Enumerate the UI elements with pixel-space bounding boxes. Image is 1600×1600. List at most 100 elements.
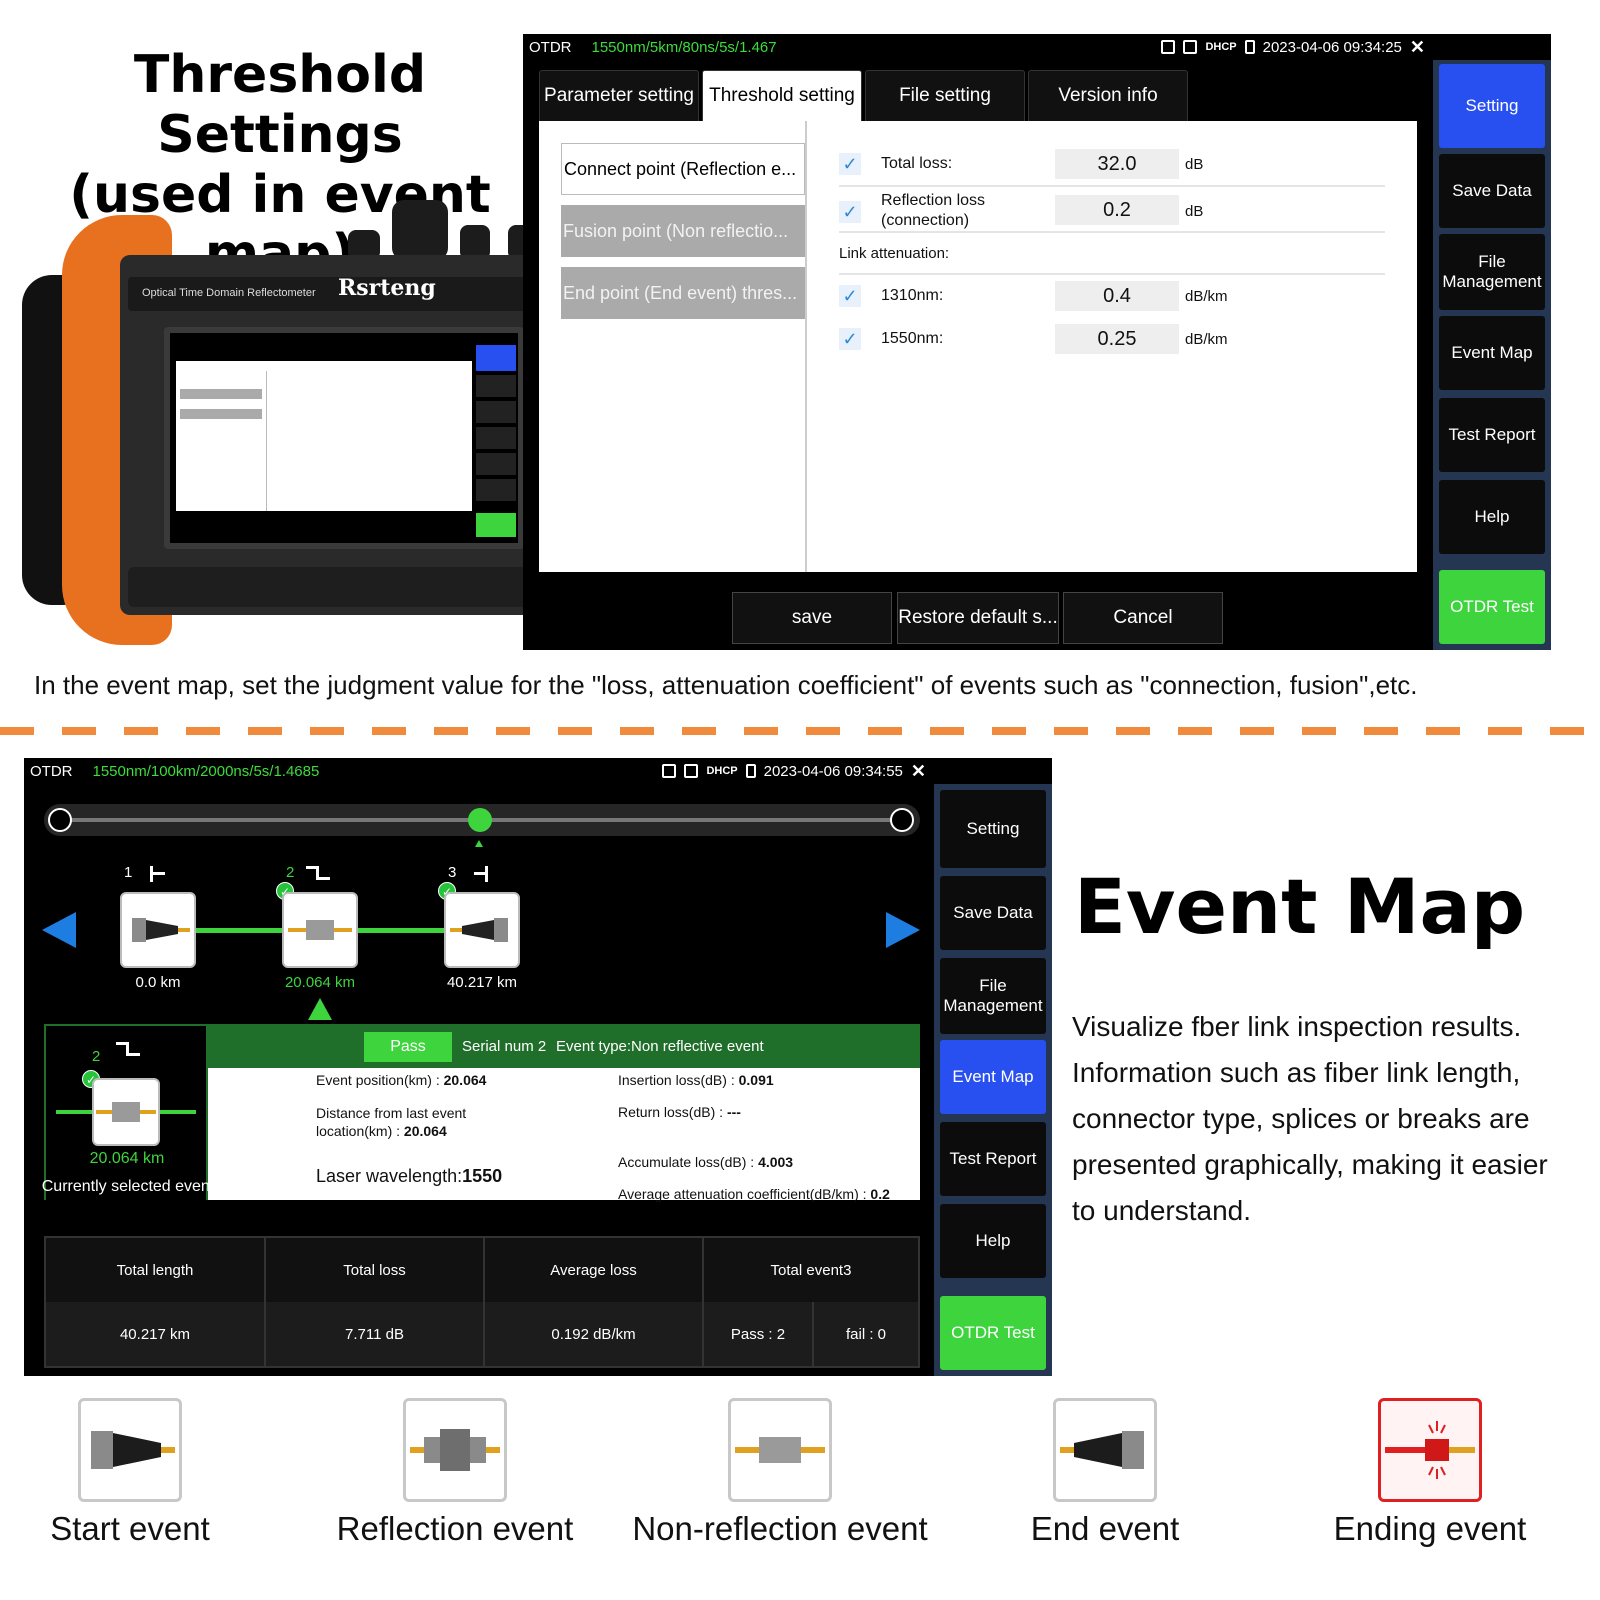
content-panel: Connect point (Reflection e... Fusion po… bbox=[539, 121, 1417, 572]
summary-table: Total length Total loss Average loss Tot… bbox=[44, 1236, 920, 1368]
side-save-data-button[interactable]: Save Data bbox=[940, 876, 1046, 950]
non-reflection-symbol-icon bbox=[116, 1042, 140, 1058]
slider-start-handle[interactable] bbox=[48, 808, 72, 832]
device-screen bbox=[164, 327, 524, 549]
battery-icon bbox=[745, 764, 756, 778]
selected-event-box bbox=[92, 1078, 160, 1146]
event-2-box[interactable] bbox=[282, 892, 358, 968]
datetime: 2023-04-06 09:34:25 bbox=[1262, 38, 1402, 56]
threshold-title: Threshold Settings (used in event map) bbox=[20, 45, 540, 285]
laser-wavelength: Laser wavelength:1550 bbox=[316, 1166, 503, 1186]
reflection-loss-unit: dB bbox=[1185, 203, 1204, 220]
slider-current-handle[interactable] bbox=[468, 808, 492, 832]
total-loss-checkbox[interactable]: ✓ bbox=[839, 153, 861, 175]
reflection-loss-row: ✓ Reflection loss (connection) 0.2 dB bbox=[839, 191, 1385, 233]
measurement-params: 1550nm/100km/2000ns/5s/1.4685 bbox=[92, 762, 320, 780]
side-panel: Setting Save Data File Management Event … bbox=[1433, 60, 1551, 650]
slider-end-handle[interactable] bbox=[890, 808, 914, 832]
fiber-break-icon bbox=[1385, 1421, 1475, 1479]
link-attenuation-label: Link attenuation: bbox=[839, 245, 950, 262]
screen-icon bbox=[684, 764, 699, 778]
event-1-distance: 0.0 km bbox=[135, 974, 181, 991]
side-event-map-button[interactable]: Event Map bbox=[940, 1040, 1046, 1114]
close-icon[interactable]: ✕ bbox=[1409, 36, 1425, 57]
atten-1550-checkbox[interactable]: ✓ bbox=[839, 328, 861, 350]
restore-default-button[interactable]: Restore default s... bbox=[897, 592, 1059, 644]
side-otdr-test-button[interactable]: OTDR Test bbox=[1439, 570, 1545, 644]
device-knob bbox=[392, 200, 448, 260]
selected-event-header: Pass Serial num 2 Event type:Non reflect… bbox=[208, 1026, 920, 1068]
legend-ending-event-box bbox=[1378, 1398, 1482, 1502]
device-photo: Optical Time Domain Reflectometer Rsrten… bbox=[20, 195, 530, 655]
threshold-item-connect-point[interactable]: Connect point (Reflection e... bbox=[561, 143, 805, 195]
legend-end-event-box bbox=[1053, 1398, 1157, 1502]
event-map-screen: OTDR 1550nm/100km/2000ns/5s/1.4685 DHCP … bbox=[24, 758, 1052, 1376]
legend-reflection-event-box bbox=[403, 1398, 507, 1502]
end-event-symbol-icon bbox=[474, 866, 488, 882]
tab-parameter-setting[interactable]: Parameter setting bbox=[539, 70, 699, 122]
app-name: OTDR bbox=[30, 762, 73, 780]
status-badge-pass: Pass bbox=[364, 1032, 452, 1062]
atten-1310-input[interactable]: 0.4 bbox=[1055, 281, 1179, 311]
reflection-event-icon bbox=[410, 1429, 500, 1471]
description-line: Visualize fber link inspection results. bbox=[1072, 1011, 1522, 1042]
atten-1550-unit: dB/km bbox=[1185, 331, 1228, 348]
description-line: presented graphically, making it easier bbox=[1072, 1149, 1548, 1180]
reflection-loss-checkbox[interactable]: ✓ bbox=[839, 201, 861, 223]
selected-event-panel: 2 ✓ 20.064 km Currently selected event P… bbox=[42, 1024, 920, 1202]
event-slider-track[interactable] bbox=[44, 804, 920, 836]
non-reflection-symbol-icon bbox=[306, 866, 330, 882]
selected-event-distance: 20.064 km bbox=[89, 1150, 165, 1167]
device-top-bar bbox=[128, 277, 530, 311]
side-otdr-test-button[interactable]: OTDR Test bbox=[940, 1296, 1046, 1370]
threshold-item-fusion-point[interactable]: Fusion point (Non reflectio... bbox=[561, 205, 805, 257]
side-file-management-button[interactable]: File Management bbox=[940, 958, 1046, 1034]
threshold-caption: In the event map, set the judgment value… bbox=[34, 670, 1418, 700]
legend-end-event-label: End event bbox=[1030, 1510, 1180, 1547]
description-line: connector type, splices or breaks are bbox=[1072, 1103, 1530, 1134]
legend-non-reflection-event-label: Non-reflection event bbox=[632, 1510, 928, 1547]
cancel-button[interactable]: Cancel bbox=[1063, 592, 1223, 644]
side-save-data-button[interactable]: Save Data bbox=[1439, 154, 1545, 228]
side-setting-button[interactable]: Setting bbox=[940, 790, 1046, 868]
side-setting-button[interactable]: Setting bbox=[1439, 64, 1545, 148]
side-test-report-button[interactable]: Test Report bbox=[940, 1122, 1046, 1196]
save-button[interactable]: save bbox=[732, 592, 892, 644]
legend-non-reflection-event-box bbox=[728, 1398, 832, 1502]
side-event-map-button[interactable]: Event Map bbox=[1439, 316, 1545, 390]
side-file-management-button[interactable]: File Management bbox=[1439, 234, 1545, 310]
header-total-length: Total length bbox=[116, 1261, 194, 1279]
total-loss-label: Total loss: bbox=[881, 155, 953, 172]
reflection-loss-label: Reflection loss (connection) bbox=[881, 192, 986, 229]
atten-1310-checkbox[interactable]: ✓ bbox=[839, 285, 861, 307]
threshold-item-end-point[interactable]: End point (End event) thres... bbox=[561, 267, 805, 319]
event-2-number: 2 bbox=[286, 864, 295, 881]
selected-event-thumb: 2 ✓ 20.064 km Currently selected event bbox=[42, 1026, 214, 1200]
side-help-button[interactable]: Help bbox=[1439, 480, 1545, 554]
sdcard-icon bbox=[662, 764, 677, 778]
dhcp-icon: DHCP bbox=[1205, 41, 1237, 53]
prev-event-arrow[interactable] bbox=[42, 912, 76, 948]
selected-event-caption: Currently selected event bbox=[41, 1178, 215, 1195]
legend-start-event-box bbox=[78, 1398, 182, 1502]
slider-pointer-icon bbox=[475, 840, 483, 847]
event-1-box[interactable] bbox=[120, 892, 196, 968]
total-loss-input[interactable]: 32.0 bbox=[1055, 149, 1179, 179]
tab-threshold-setting[interactable]: Threshold setting bbox=[702, 70, 862, 122]
measurement-params: 1550nm/5km/80ns/5s/1.467 bbox=[591, 38, 777, 56]
threshold-screen: OTDR 1550nm/5km/80ns/5s/1.467 DHCP 2023-… bbox=[523, 34, 1551, 650]
tab-version-info[interactable]: Version info bbox=[1028, 70, 1188, 122]
row-divider bbox=[839, 273, 1385, 275]
side-help-button[interactable]: Help bbox=[940, 1204, 1046, 1278]
side-test-report-button[interactable]: Test Report bbox=[1439, 398, 1545, 472]
header-total-loss: Total loss bbox=[343, 1261, 406, 1279]
atten-1550-row: ✓ 1550nm: 0.25 dB/km bbox=[839, 324, 1385, 354]
atten-1550-input[interactable]: 0.25 bbox=[1055, 324, 1179, 354]
next-event-arrow[interactable] bbox=[886, 912, 920, 948]
reflection-loss-input[interactable]: 0.2 bbox=[1055, 195, 1179, 225]
event-3-box[interactable] bbox=[444, 892, 520, 968]
event-1-number: 1 bbox=[124, 864, 133, 881]
close-icon[interactable]: ✕ bbox=[910, 760, 926, 781]
tab-file-setting[interactable]: File setting bbox=[865, 70, 1025, 122]
atten-1310-label: 1310nm: bbox=[881, 287, 944, 304]
